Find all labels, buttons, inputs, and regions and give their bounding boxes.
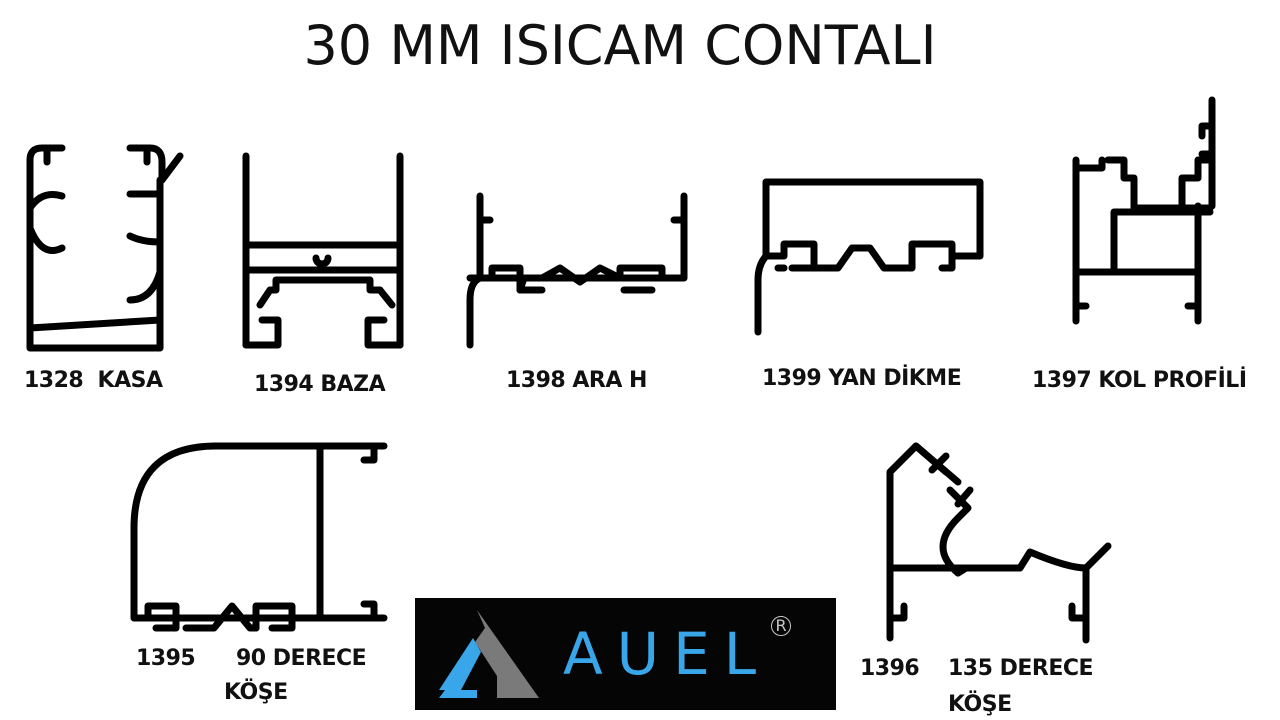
label-1398-ara-h: 1398 ARA H: [506, 368, 647, 393]
kasa-profile-drawing: [26, 144, 184, 352]
auel-logo-text: AUEL: [563, 620, 771, 688]
profile-1328-kasa: 1328 KASA: [22, 140, 192, 393]
label-1328-kasa: 1328 KASA: [24, 368, 163, 393]
label-1399-yan-dikme: 1399 YAN DİKME: [762, 366, 962, 391]
label-1395-line2: KÖŞE: [224, 680, 288, 705]
profile-1396-135-derece-kose: 1396 135 DERECE KÖŞE: [858, 438, 1128, 720]
label-1396-line2: KÖŞE: [948, 692, 1012, 717]
baza-profile-drawing: [242, 152, 404, 349]
page-title: 30 MM ISICAM CONTALI: [303, 14, 937, 77]
90-derece-kose-drawing: [130, 442, 388, 632]
profile-1397-kol-profili: 1397 KOL PROFİLİ: [1032, 96, 1274, 396]
label-1395-line1: 90 DERECE: [236, 646, 367, 671]
label-1395-code: 1395: [136, 646, 196, 671]
kol-profili-drawing: [1072, 96, 1216, 325]
auel-logo-mark-icon: [439, 610, 539, 698]
auel-logo: AUEL R: [415, 598, 836, 710]
profile-1398-ara-h: 1398 ARA H: [462, 190, 702, 393]
label-1394-baza: 1394 BAZA: [254, 372, 386, 397]
profile-1394-baza: 1394 BAZA: [240, 150, 410, 397]
label-1396-code: 1396: [860, 656, 920, 681]
profile-1395-90-derece-kose: 1395 90 DERECE KÖŞE: [126, 438, 396, 718]
registered-trademark-icon: R: [771, 616, 791, 636]
profile-1399-yan-dikme: 1399 YAN DİKME: [752, 170, 992, 391]
135-derece-kose-drawing: [886, 442, 1112, 644]
yan-dikme-profile-drawing: [754, 178, 984, 336]
ara-h-profile-drawing: [466, 192, 688, 349]
label-1396-line1: 135 DERECE: [948, 656, 1094, 681]
label-1397-kol-profili: 1397 KOL PROFİLİ: [1032, 368, 1247, 393]
